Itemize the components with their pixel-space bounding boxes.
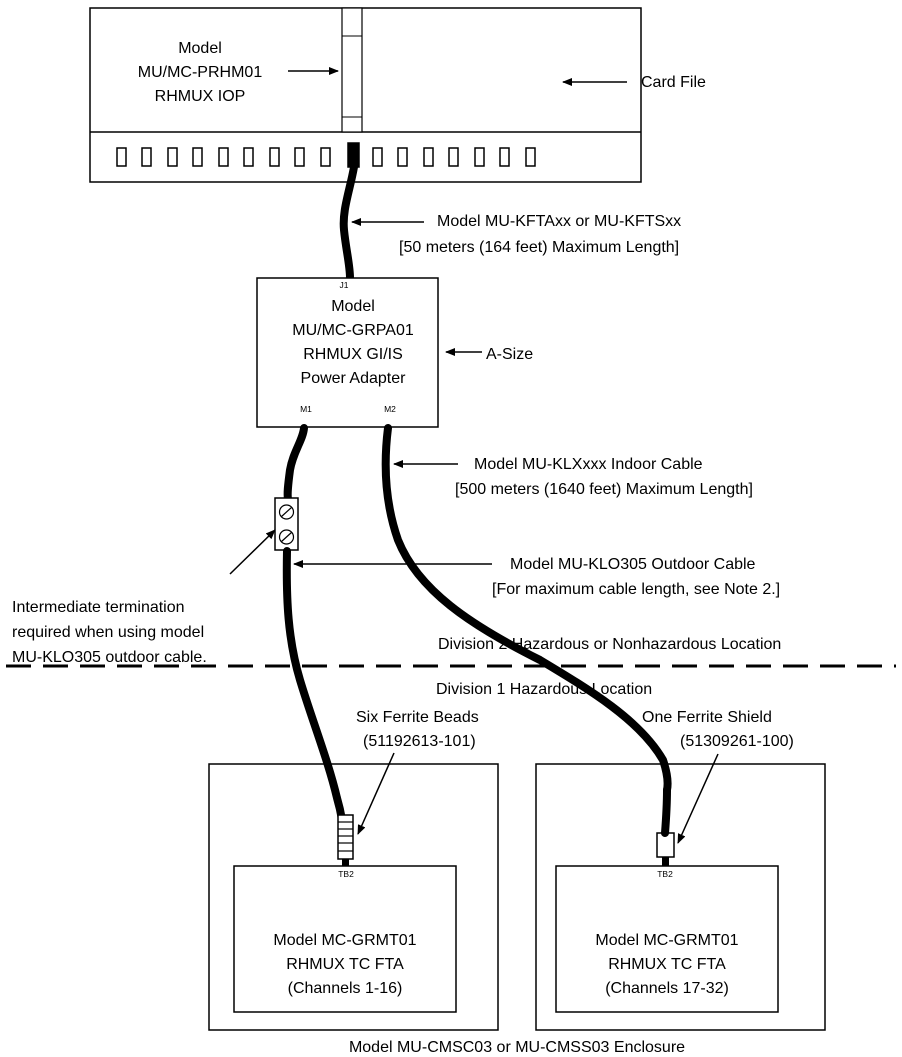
intermediate-note-1: Intermediate termination — [12, 599, 185, 616]
right-cable — [381, 424, 672, 794]
adapter-m2-label: M2 — [384, 404, 396, 414]
fta-left-tb2-label: TB2 — [338, 869, 354, 879]
a-size-label: A-Size — [486, 346, 533, 363]
indoor-cable-label-2: [500 meters (1640 feet) Maximum Length] — [455, 481, 753, 498]
adapter-name: RHMUX GI/IS — [303, 346, 403, 363]
division1-label: Division 1 Hazardous Location — [436, 681, 652, 698]
ferrite-beads-label-1: Six Ferrite Beads — [356, 709, 479, 726]
fta-right: TB2 Model MC-GRMT01 RHMUX TC FTA (Channe… — [555, 865, 779, 1013]
ferrite-shield-label-2: (51309261-100) — [680, 733, 794, 750]
fta-left-name: RHMUX TC FTA — [286, 956, 404, 973]
kfta-cable — [339, 163, 358, 282]
indoor-cable-label-1: Model MU-KLXxxx Indoor Cable — [474, 456, 703, 473]
connector-row — [116, 142, 536, 168]
adapter-model-label: Model — [331, 298, 375, 315]
iop-model-label: Model — [178, 40, 222, 57]
fta-left: TB2 Model MC-GRMT01 RHMUX TC FTA (Channe… — [233, 865, 457, 1013]
outdoor-cable-label-2: [For maximum cable length, see Note 2.] — [492, 581, 780, 598]
kfta-cable-label-1: Model MU-KFTAxx or MU-KFTSxx — [437, 213, 681, 230]
kfta-cable-label-2: [50 meters (164 feet) Maximum Length] — [399, 239, 679, 256]
iop-name: RHMUX IOP — [155, 88, 246, 105]
enclosure-label: Model MU-CMSC03 or MU-CMSS03 Enclosure — [349, 1039, 685, 1056]
fta-right-channels: (Channels 17-32) — [605, 980, 729, 997]
card-file: Model MU/MC-PRHM01 RHMUX IOP — [89, 7, 642, 183]
left-cable-lower — [282, 547, 349, 849]
adapter-j1-label: J1 — [340, 280, 349, 290]
enclosure-left — [208, 763, 499, 1031]
intermediate-note-arrow — [229, 529, 276, 575]
ferrite-shield-label-1: One Ferrite Shield — [642, 709, 772, 726]
outdoor-cable-label-1: Model MU-KLO305 Outdoor Cable — [510, 556, 756, 573]
intermediate-note-3: MU-KLO305 outdoor cable. — [12, 649, 207, 666]
adapter-model-number: MU/MC-GRPA01 — [292, 322, 414, 339]
ferrite-beads-arrow — [357, 752, 395, 835]
iop-slot — [341, 7, 363, 133]
card-file-label: Card File — [641, 74, 706, 91]
fta-right-tb2-label: TB2 — [657, 869, 673, 879]
fta-right-model: Model MC-GRMT01 — [595, 932, 738, 949]
fta-left-model: Model MC-GRMT01 — [273, 932, 416, 949]
left-cable-upper — [283, 424, 308, 503]
iop-model-number: MU/MC-PRHM01 — [138, 64, 263, 81]
division2-label: Division 2 Hazardous or Nonhazardous Loc… — [438, 636, 781, 653]
ferrite-beads-label-2: (51192613-101) — [363, 733, 476, 750]
intermediate-note-2: required when using model — [12, 624, 204, 641]
power-adapter: J1 Model MU/MC-GRPA01 RHMUX GI/IS Power … — [256, 277, 439, 428]
adapter-description: Power Adapter — [301, 370, 407, 387]
adapter-m1-label: M1 — [300, 404, 312, 414]
enclosure-right — [535, 763, 826, 1031]
fta-right-name: RHMUX TC FTA — [608, 956, 726, 973]
fta-left-channels: (Channels 1-16) — [288, 980, 403, 997]
ferrite-shield-arrow — [677, 753, 719, 844]
